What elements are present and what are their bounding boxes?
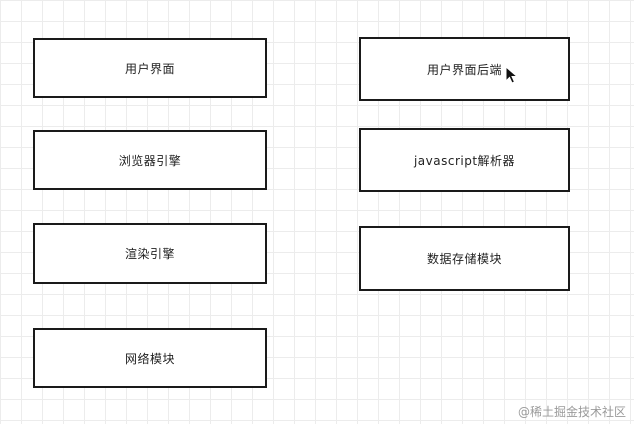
box-user-interface-label: 用户界面 [124,61,175,76]
box-browser-engine[interactable]: 浏览器引擎 [33,130,267,190]
box-data-storage-label: 数据存储模块 [426,252,502,266]
box-js-parser[interactable]: javascript解析器 [359,128,570,192]
box-network-module[interactable]: 网络模块 [33,328,267,388]
box-ui-backend-label: 用户界面后端 [426,62,502,77]
box-js-parser-label: javascript解析器 [413,153,516,168]
watermark: @稀土掘金技术社区 [517,405,626,419]
box-browser-engine-label: 浏览器引擎 [118,153,182,168]
box-network-module-label: 网络模块 [124,351,175,366]
box-render-engine[interactable]: 渲染引擎 [33,223,267,284]
mouse-pointer-icon [505,66,519,84]
box-data-storage[interactable]: 数据存储模块 [359,226,570,291]
box-render-engine-label: 渲染引擎 [124,247,175,261]
box-ui-backend[interactable]: 用户界面后端 [359,37,570,101]
box-user-interface[interactable]: 用户界面 [33,38,267,98]
